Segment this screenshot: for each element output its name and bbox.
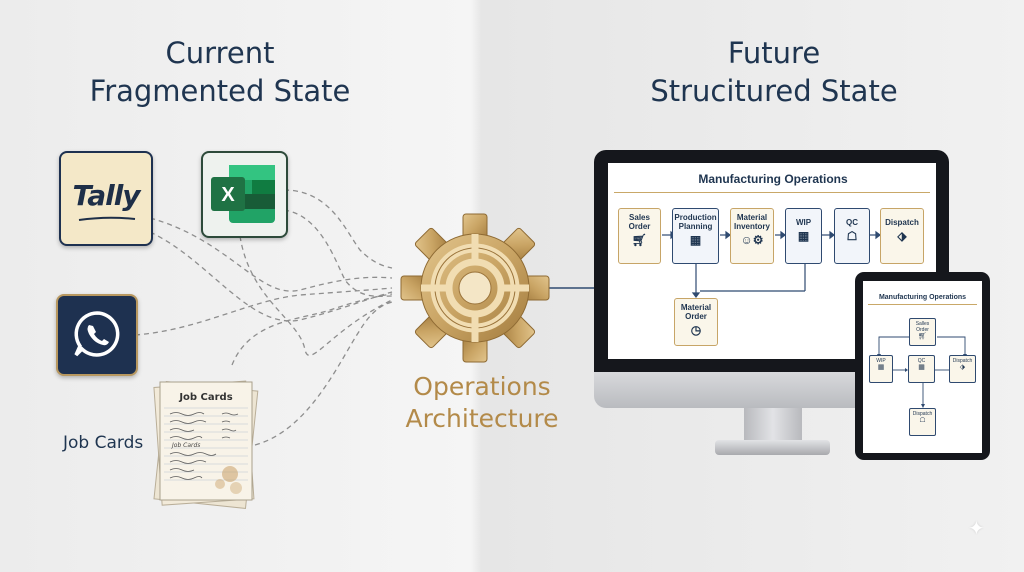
monitor-stand-base <box>715 440 830 455</box>
node-label: Dispatch <box>885 218 919 227</box>
connector-excel-3 <box>239 235 393 356</box>
desktop-dashboard-title: Manufacturing Operations <box>698 172 848 186</box>
node-label: QC <box>846 218 858 227</box>
calendar-gear-icon: ▦ <box>797 229 810 243</box>
tablet-node-sales-order: Salles Order 🛒︎ <box>909 318 936 346</box>
excel-logo-letter: X <box>221 184 235 206</box>
desktop-node-qc: QC ☖ <box>834 208 870 264</box>
tablet-dashboard-title: Manufacturing Operations <box>878 294 967 301</box>
future-state-heading-line-2: Strucitured State <box>650 74 898 108</box>
tablet-node-wip: WIP ▦ <box>869 355 893 383</box>
job-cards-paper-line: Job Cards <box>171 442 200 449</box>
operations-architecture-line-1: Operations <box>413 372 551 401</box>
node-label: WIP <box>795 218 812 227</box>
excel-logo-icon: X <box>201 151 288 238</box>
connector-jobcards <box>231 293 393 366</box>
tablet-node-bottom-dispatch: Dispatch ☖ <box>909 408 936 436</box>
node-label: Dispatch <box>912 411 933 417</box>
connector-jobcards-2 <box>254 301 393 446</box>
whatsapp-glyph <box>74 311 120 357</box>
calendar-gear-icon: ▦ <box>918 364 925 371</box>
tag-icon: ⬗ <box>897 229 907 243</box>
gear-icon <box>400 213 550 363</box>
tablet-title-underline <box>868 304 977 305</box>
tablet-node-dispatch: Dispatch ⬗ <box>949 355 976 383</box>
tally-logo-icon: Tally <box>59 151 153 246</box>
job-cards-label: Job Cards <box>63 433 144 453</box>
tablet-node-qc: QC ▦ <box>908 355 935 383</box>
cart-icon: 🛒︎ <box>631 233 648 247</box>
tally-logo-text: Tally <box>72 179 140 212</box>
calendar-icon: ▦ <box>689 233 702 247</box>
connector-tally <box>149 217 393 292</box>
excel-glyph: X <box>211 165 275 223</box>
desktop-flow-arrows <box>662 230 881 298</box>
tally-underline <box>78 216 136 221</box>
org-chart-icon: ☖ <box>919 417 926 424</box>
org-chart-icon: ☖ <box>846 229 858 243</box>
node-label: Salles Order <box>915 321 930 333</box>
job-cards-paper-heading: Job Cards <box>178 392 232 403</box>
calendar-icon: ▦ <box>877 364 885 371</box>
desktop-node-dispatch: Dispatch ⬗ <box>880 208 924 264</box>
current-state-heading-line-1: Current <box>165 36 275 70</box>
tag-icon: ⬗ <box>959 364 966 371</box>
connector-excel <box>283 189 393 269</box>
people-gear-icon: ☺⚙ <box>740 233 764 247</box>
future-state-heading: Future Strucitured State <box>614 34 934 110</box>
job-cards-paper-stack: Job Cards Job Cards <box>153 380 259 510</box>
sparkle-icon: ✦ <box>968 518 985 540</box>
operations-architecture-line-2: Architecture <box>405 404 559 433</box>
current-state-heading-line-2: Fragmented State <box>89 74 351 108</box>
monitor-stand-neck <box>744 408 802 442</box>
connector-tally-2 <box>149 231 393 322</box>
cart-icon: 🛒︎ <box>918 333 927 340</box>
whatsapp-logo-icon <box>56 294 138 376</box>
operations-architecture-label: Operations Architecture <box>392 371 572 435</box>
connector-excel-2 <box>283 209 393 297</box>
desktop-node-wip: WIP ▦ <box>785 208 822 264</box>
current-state-heading: Current Fragmented State <box>60 34 380 110</box>
node-label: WIP <box>876 358 886 364</box>
desktop-title-underline <box>614 192 930 193</box>
future-state-heading-line-1: Future <box>727 36 821 70</box>
calendar-clock-icon: ◷ <box>690 323 702 337</box>
node-label: QC <box>917 358 926 364</box>
node-label: Dispatch <box>952 358 973 364</box>
connector-whatsapp <box>134 287 393 336</box>
